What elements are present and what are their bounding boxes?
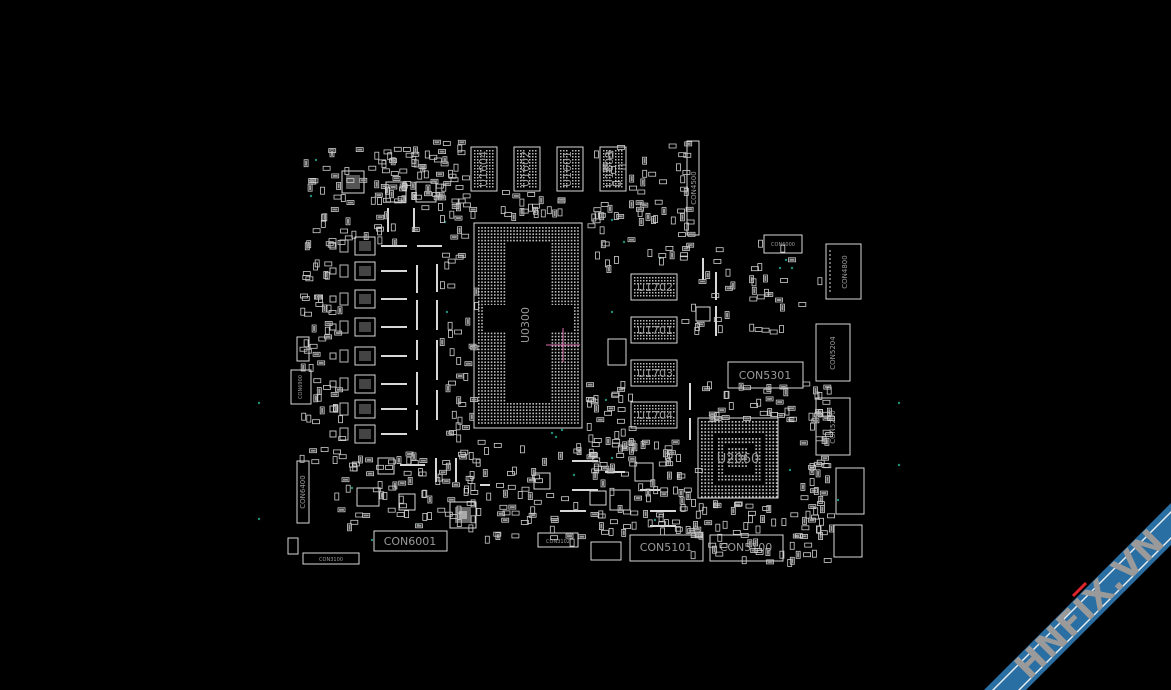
- memory-right-u1703[interactable]: U1703: [630, 359, 678, 387]
- cpu-u0300[interactable]: U0300: [473, 222, 583, 429]
- connector-label-con6400: CON6400: [299, 475, 307, 508]
- connector-label-con3102: CON3102: [546, 539, 570, 545]
- connector-label-con5200: CON5200: [829, 410, 837, 443]
- memory-label-u1704: U1704: [637, 409, 673, 422]
- memory-top-u1602[interactable]: U1602: [513, 146, 541, 192]
- connector-label-con5100: CON5100: [720, 541, 773, 554]
- connector-con4800[interactable]: CON4800: [825, 243, 862, 300]
- memory-label-u1702: U1702: [637, 281, 673, 294]
- memory-label-u1703: U1703: [637, 367, 673, 380]
- misc-parts: [287, 170, 865, 561]
- gpu-u2060[interactable]: U2060: [697, 417, 779, 499]
- connector-label-con6001: CON6001: [384, 535, 437, 548]
- cpu-label: U0300: [519, 307, 532, 343]
- trace-segments: [387, 208, 717, 527]
- memory-right-u1702[interactable]: U1702: [630, 273, 678, 301]
- connector-label-con5101: CON5101: [640, 541, 693, 554]
- connector-label-con4500: CON4500: [690, 171, 698, 204]
- memory-top-u1603[interactable]: U1603: [599, 146, 627, 192]
- connector-con5200[interactable]: CON5200: [815, 397, 851, 456]
- connector-label-con3100: CON3100: [319, 557, 343, 563]
- memory-label-u1601: U1601: [561, 151, 574, 187]
- memory-right-u1704[interactable]: U1704: [630, 401, 678, 429]
- memory-top-u1601[interactable]: U1601: [556, 146, 584, 192]
- connector-con6001[interactable]: CON6001: [373, 530, 448, 552]
- memory-label-u1604: U1604: [477, 151, 490, 187]
- connector-label-con5204: CON5204: [829, 336, 837, 370]
- connector-con5101[interactable]: CON5101: [629, 534, 704, 562]
- memory-label-u1603: U1603: [603, 151, 616, 187]
- memory-right-u1701[interactable]: U1701: [630, 316, 678, 344]
- gpu-label: U2060: [717, 452, 760, 467]
- memory-label-u1701: U1701: [637, 324, 673, 337]
- memory-top-u1604[interactable]: U1604: [470, 146, 498, 192]
- connector-con3100[interactable]: CON3100: [302, 552, 360, 565]
- connector-label-con4800: CON4800: [841, 255, 849, 288]
- connector-con5301[interactable]: CON5301: [727, 361, 804, 389]
- power-stage-column: [329, 236, 407, 444]
- watermark-accent: [1071, 581, 1088, 598]
- connector-label-con5301: CON5301: [739, 369, 792, 382]
- watermark-band: [984, 503, 1171, 690]
- memory-label-u1602: U1602: [519, 151, 532, 187]
- connector-con5204[interactable]: CON5204: [815, 323, 851, 382]
- connector-con3102[interactable]: CON3102: [537, 532, 579, 548]
- passive-components: [299, 139, 835, 567]
- connector-label-con6900: CON6900: [298, 375, 304, 399]
- connector-con6400[interactable]: CON6400: [296, 460, 310, 524]
